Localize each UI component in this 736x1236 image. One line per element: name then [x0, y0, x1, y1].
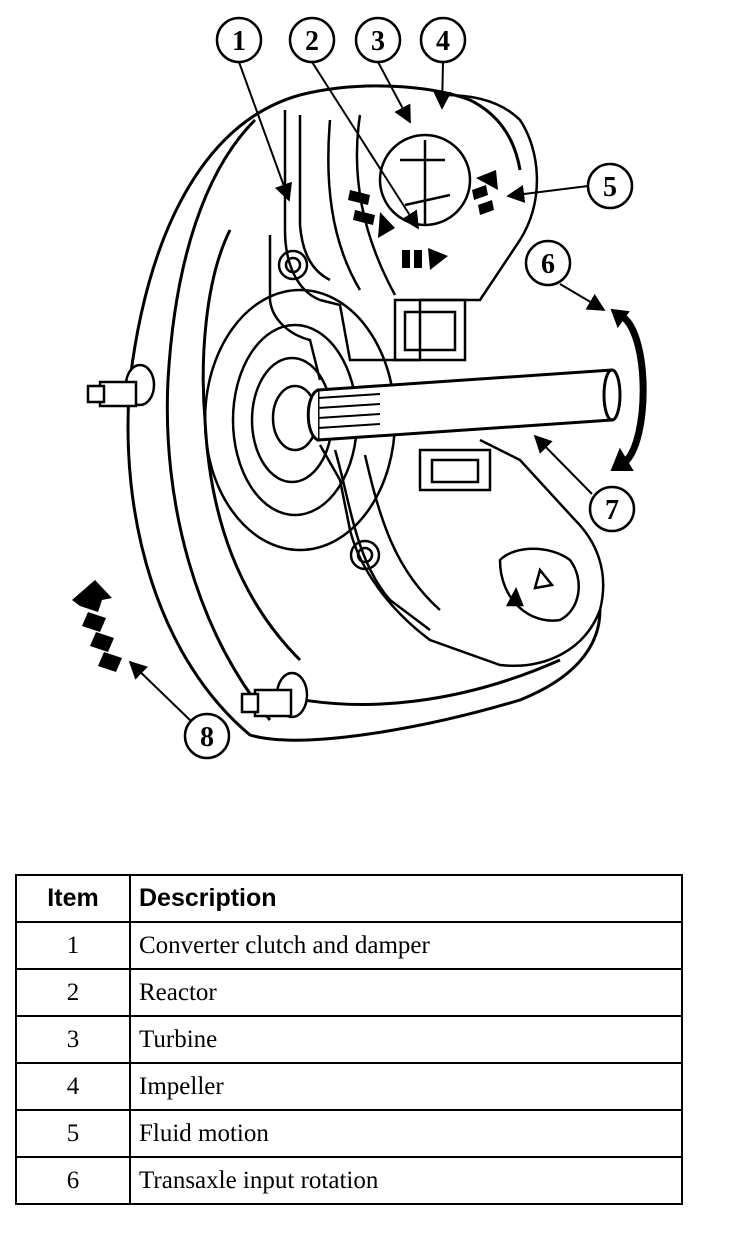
converter-rotation-arrows — [72, 580, 122, 672]
leader-1 — [238, 61, 292, 202]
row-description: Fluid motion — [129, 1109, 683, 1158]
callout-1-label: 1 — [232, 26, 246, 57]
column-header-item: Item — [15, 874, 131, 923]
torque-converter-diagram: 1 2 3 4 5 6 7 8 — [72, 16, 647, 760]
row-item-number: 5 — [15, 1109, 131, 1158]
leader-5 — [506, 185, 589, 203]
clutch-bearing-lower — [349, 539, 381, 571]
callout-4: 4 — [419, 16, 467, 64]
table-row: 3 Turbine — [15, 1015, 683, 1064]
callout-5: 5 — [586, 162, 634, 210]
leader-7 — [533, 434, 593, 495]
leader-6 — [559, 283, 606, 311]
table-row: 6 Transaxle input rotation — [15, 1156, 683, 1205]
callout-8-label: 8 — [200, 722, 214, 753]
callout-8: 8 — [183, 712, 231, 760]
row-item-number: 2 — [15, 968, 131, 1017]
cutaway-lower — [318, 438, 605, 667]
legend-header-row: Item Description — [15, 874, 683, 923]
callout-6: 6 — [524, 239, 572, 287]
rotation-arrow — [610, 308, 647, 471]
row-item-number: 1 — [15, 921, 131, 970]
row-description: Turbine — [129, 1015, 683, 1064]
leader-2 — [311, 61, 419, 230]
cutaway-upper — [268, 93, 539, 381]
callout-1: 1 — [215, 16, 263, 64]
leader-8 — [128, 660, 193, 723]
row-description: Converter clutch and damper — [129, 921, 683, 970]
row-description: Transaxle input rotation — [129, 1156, 683, 1205]
fluid-motion-arrows — [348, 170, 498, 270]
row-description: Reactor — [129, 968, 683, 1017]
row-item-number: 6 — [15, 1156, 131, 1205]
table-row: 4 Impeller — [15, 1062, 683, 1111]
column-header-description: Description — [129, 874, 683, 923]
legend-table: Item Description 1 Converter clutch and … — [15, 874, 683, 1205]
mounting-stud-bottom — [240, 671, 309, 719]
table-row: 2 Reactor — [15, 968, 683, 1017]
input-shaft — [306, 368, 622, 442]
callout-2: 2 — [288, 16, 336, 64]
callout-2-label: 2 — [305, 26, 319, 57]
clutch-bearing-upper — [277, 249, 309, 281]
mounting-stud-top — [86, 363, 156, 408]
leader-3 — [377, 61, 411, 124]
row-item-number: 4 — [15, 1062, 131, 1111]
callout-7-label: 7 — [605, 495, 619, 526]
callout-3: 3 — [354, 16, 402, 64]
leader-4 — [433, 61, 452, 110]
callout-3-label: 3 — [371, 26, 385, 57]
leader-lines — [128, 61, 606, 723]
callout-5-label: 5 — [603, 172, 617, 203]
table-row: 1 Converter clutch and damper — [15, 921, 683, 970]
table-row: 5 Fluid motion — [15, 1109, 683, 1158]
row-item-number: 3 — [15, 1015, 131, 1064]
callout-7: 7 — [588, 485, 636, 533]
callout-4-label: 4 — [436, 26, 450, 57]
callout-6-label: 6 — [541, 249, 555, 280]
row-description: Impeller — [129, 1062, 683, 1111]
